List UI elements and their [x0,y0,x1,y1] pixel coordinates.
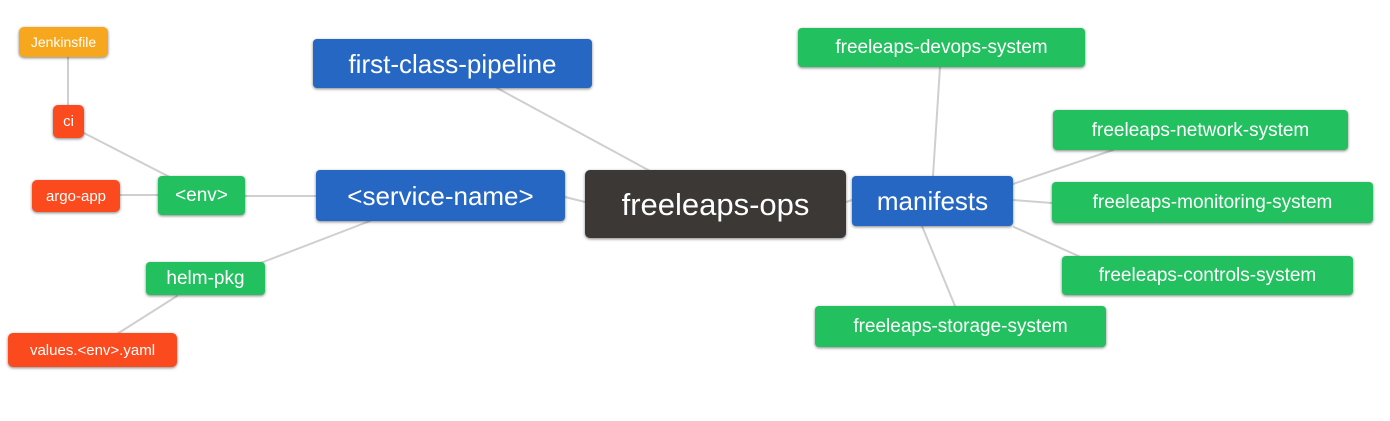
node-label: first-class-pipeline [348,48,557,79]
edge-freeleaps-ops-to-manifests [845,199,853,203]
node-service-name[interactable]: <service-name> [316,170,565,221]
node-helm-pkg[interactable]: helm-pkg [146,262,265,295]
node-env[interactable]: <env> [158,176,245,215]
node-freeleaps-ops[interactable]: freeleaps-ops [585,170,846,238]
node-freeleaps-network-system[interactable]: freeleaps-network-system [1053,110,1348,150]
node-first-class-pipeline[interactable]: first-class-pipeline [313,39,592,88]
node-label: manifests [876,186,989,216]
node-label: helm-pkg [166,268,245,289]
node-label: <env> [175,185,228,206]
edge-manifests-to-freeleaps-controls-system [1013,226,1086,260]
node-label: values.<env>.yaml [29,341,156,359]
node-freeleaps-devops-system[interactable]: freeleaps-devops-system [798,28,1085,67]
node-label: Jenkinsfile [30,34,97,50]
edge-first-class-pipeline-to-freeleaps-ops [496,87,651,172]
node-label: freeleaps-network-system [1091,119,1310,141]
node-manifests[interactable]: manifests [852,176,1013,226]
node-argo-app[interactable]: argo-app [32,180,120,212]
edge-service-name-to-freeleaps-ops [564,196,586,203]
node-label: argo-app [45,187,107,205]
node-freeleaps-storage-system[interactable]: freeleaps-storage-system [815,306,1106,347]
edge-service-name-to-helm-pkg [257,220,371,265]
node-label: freeleaps-devops-system [835,37,1048,58]
node-label: freeleaps-monitoring-system [1092,192,1333,213]
node-values-env-yaml[interactable]: values.<env>.yaml [8,333,177,367]
node-freeleaps-monitoring-system[interactable]: freeleaps-monitoring-system [1052,182,1373,223]
node-label: freeleaps-storage-system [853,316,1068,337]
node-label: ci [63,113,74,130]
node-jenkinsfile[interactable]: Jenkinsfile [19,27,108,57]
node-label: freeleaps-ops [621,186,810,222]
edge-freeleaps-devops-system-to-manifests [932,66,941,177]
node-label: freeleaps-controls-system [1098,265,1317,286]
node-label: <service-name> [347,180,534,211]
node-freeleaps-controls-system[interactable]: freeleaps-controls-system [1062,256,1353,295]
node-ci[interactable]: ci [53,105,84,138]
edge-helm-pkg-to-values-env-yaml [116,295,178,335]
edge-manifests-to-freeleaps-storage-system [921,225,956,307]
edge-manifests-to-freeleaps-monitoring-system [1012,199,1053,204]
edge-manifests-to-freeleaps-network-system [1012,149,1114,185]
